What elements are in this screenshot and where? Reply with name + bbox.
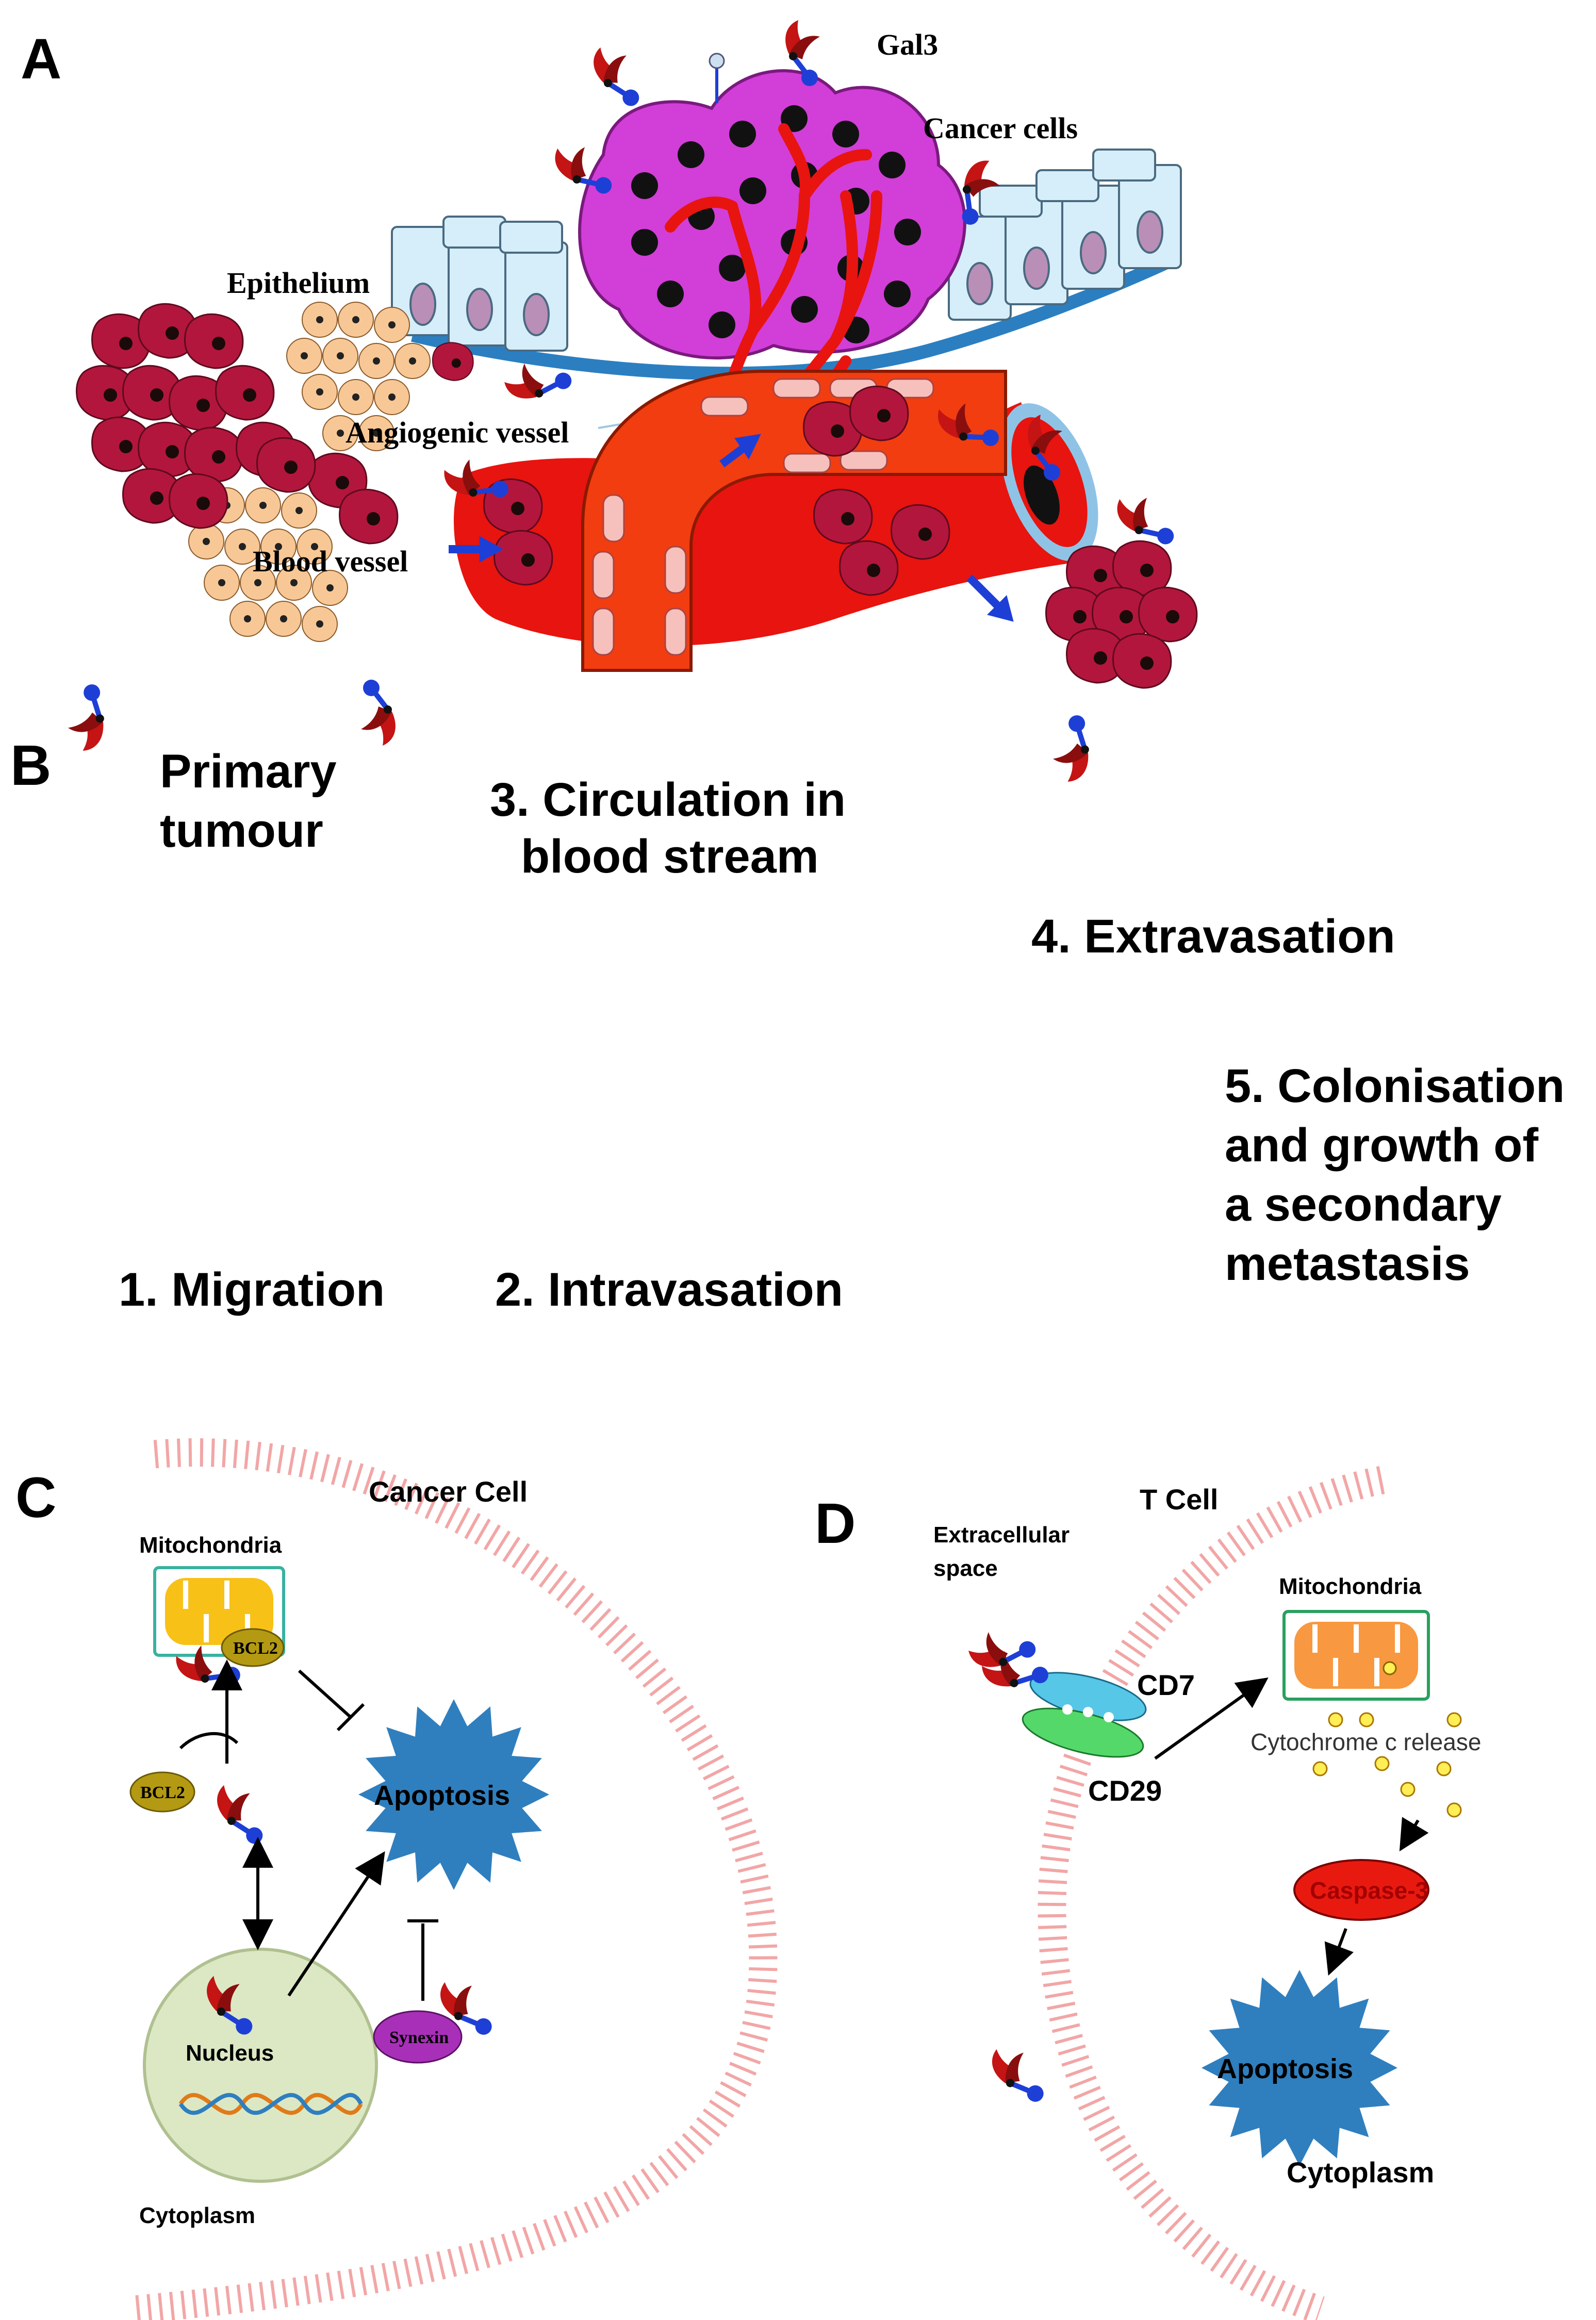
cd29-label: CD29: [1088, 1774, 1162, 1807]
extracellular-line1: Extracellular: [933, 1522, 1070, 1548]
bcl2-blob-b: [129, 1771, 195, 1813]
bcl2-label-a: BCL2: [233, 1639, 278, 1658]
circulating-cell: [849, 385, 909, 441]
panel-b: [62, 302, 1198, 786]
panel-label-d: D: [815, 1492, 856, 1555]
panel-label-b: B: [10, 734, 52, 797]
cancer-cell-mass: [578, 69, 966, 359]
basement-membrane: [411, 257, 1169, 381]
cytoplasm-c-label: Cytoplasm: [139, 2203, 255, 2228]
circulation-line1: 3. Circulation in: [490, 774, 846, 826]
extravasating-cell: [891, 504, 950, 560]
colonisation-line4: metastasis: [1225, 1238, 1470, 1290]
colonisation-line3: a secondary: [1225, 1178, 1502, 1231]
apoptosis-c-label: Apoptosis: [374, 1780, 510, 1811]
angiogenic-vessel-label: Angiogenic vessel: [345, 416, 569, 449]
circulation-line2: blood stream: [521, 830, 819, 883]
cancer-cells-label: Cancer cells: [923, 111, 1078, 145]
colonisation-line1: 5. Colonisation: [1225, 1060, 1565, 1112]
lollipop-icon: [709, 53, 725, 103]
cancer-cell-membrane: [127, 1438, 778, 2320]
metastasis-cells: [1045, 540, 1198, 689]
gal3-icon: [1047, 712, 1103, 786]
extravasating-cell: [839, 540, 899, 596]
migrating-cell: [493, 530, 553, 586]
epithelium-left: [391, 216, 568, 352]
extravasation-label: 4. Extravasation: [1031, 910, 1395, 963]
nucleus-label: Nucleus: [186, 2041, 274, 2066]
dna-helix-icon: [178, 2093, 363, 2115]
gal3-icon: [212, 1778, 267, 1851]
extravasating-cell: [813, 488, 873, 545]
migration-label: 1. Migration: [119, 1263, 385, 1316]
synexin-label: Synexin: [389, 2028, 449, 2047]
cd7-label: CD7: [1137, 1669, 1195, 1701]
epithelium-label: Epithelium: [227, 266, 370, 300]
mitochondria-d: [1282, 1610, 1430, 1701]
gal3-label: Gal3: [877, 28, 939, 61]
t-cell-label: T Cell: [1140, 1483, 1219, 1516]
apoptosis-d-label: Apoptosis: [1217, 2053, 1353, 2084]
cancer-cell-label: Cancer Cell: [369, 1475, 528, 1508]
blue-arrows: [449, 434, 1014, 622]
synexin-blob: [373, 2010, 463, 2064]
apoptosis-burst-d: [1202, 1970, 1397, 2166]
mitochondria-d-label: Mitochondria: [1279, 1574, 1422, 1599]
cytochrome-label: Cytochrome c release: [1251, 1729, 1482, 1755]
caspase-3-blob: [1293, 1859, 1429, 1921]
bcl2-label-b: BCL2: [140, 1783, 185, 1802]
pathway-arrows-d: [1154, 1677, 1429, 1976]
extracellular-line2: space: [933, 1556, 998, 1581]
panel-c: [127, 1438, 778, 2320]
cd7-cd29-receptor: [1022, 1672, 1147, 1758]
gal3-icon: [62, 681, 118, 755]
panel-label-c: C: [15, 1466, 57, 1529]
intravasation-label: 2. Intravasation: [495, 1263, 843, 1316]
primary-tumour-line1: Primary: [160, 745, 337, 798]
mitochondria-c-label: Mitochondria: [139, 1533, 282, 1558]
cytochrome-c-dots: [1312, 1712, 1462, 1818]
primary-tumour-line2: tumour: [160, 804, 323, 857]
apoptosis-burst-c: [358, 1699, 549, 1890]
caspase-3-label: Caspase-3: [1310, 1877, 1429, 1904]
panel-label-a: A: [21, 27, 62, 91]
gal3-icon: [361, 680, 396, 746]
epithelium-right: [948, 149, 1182, 321]
gal3-icon: [588, 40, 644, 113]
cytoplasm-d-label: Cytoplasm: [1287, 2156, 1435, 2189]
bcl2-blob-a: [221, 1628, 285, 1667]
blood-vessel-label: Blood vessel: [253, 545, 408, 578]
gal3-icon: [985, 2038, 1048, 2113]
panel-d: [966, 1466, 1462, 2320]
bloodstream-vessel: [432, 342, 1007, 672]
pathway-arrows-c: [179, 1659, 438, 2001]
colonisation-line2: and growth of: [1225, 1119, 1539, 1172]
